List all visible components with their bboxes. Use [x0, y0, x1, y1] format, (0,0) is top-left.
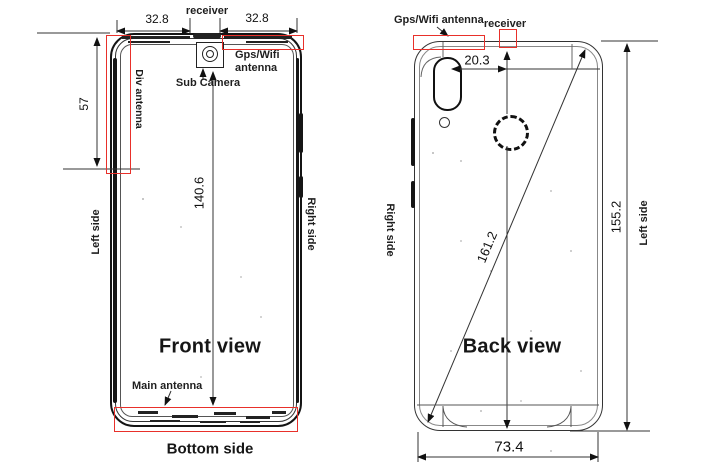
front-left-side-label: Left side	[90, 209, 102, 255]
front-bottom-hatch	[150, 420, 180, 422]
front-bottom-hatch	[138, 411, 158, 414]
fingerprint-sensor	[493, 115, 529, 151]
back-volume-button	[411, 118, 415, 166]
front-top-hatch	[246, 41, 288, 43]
back-receiver-label: receiver	[483, 18, 527, 30]
front-bottom-hatch	[214, 412, 236, 415]
back-left-side-label: Left side	[638, 200, 650, 246]
front-right-side-label: Right side	[305, 197, 317, 251]
front-dim-57-value: 57	[77, 97, 91, 111]
front-top-hatch	[122, 36, 190, 39]
back-right-side-label: Right side	[384, 203, 396, 257]
front-main-antenna-label: Main antenna	[132, 380, 203, 392]
front-dim-top-right-value: 32.8	[245, 11, 269, 25]
back-gps-wifi-antenna-region	[413, 35, 485, 50]
front-bottom-hatch	[200, 421, 226, 423]
rear-camera-pill	[433, 57, 462, 111]
front-bottom-hatch	[172, 415, 198, 418]
front-div-antenna-label: Div antenna	[133, 69, 145, 129]
front-top-hatch	[224, 36, 292, 39]
back-dim-73.4-value: 73.4	[494, 438, 524, 456]
front-div-antenna-region	[106, 35, 131, 174]
surface-speckles	[432, 152, 434, 154]
front-bottom-hatch	[240, 421, 260, 423]
front-phone-body	[110, 33, 302, 427]
back-power-button	[411, 181, 415, 208]
front-power-button	[299, 176, 303, 198]
front-bottom-hatch	[272, 411, 286, 414]
surface-speckles	[142, 198, 144, 200]
front-sub-camera-label: Sub Camera	[175, 77, 241, 89]
front-main-antenna-region	[114, 407, 298, 432]
front-bottom-side-caption: Bottom side	[166, 440, 254, 458]
front-volume-button	[299, 113, 303, 153]
back-gps-wifi-label: Gps/Wifi antenna	[394, 14, 484, 26]
front-receiver-slit	[193, 33, 221, 39]
front-dim-top-left-value: 32.8	[145, 12, 169, 26]
back-receiver-region	[499, 29, 517, 48]
back-dim-20.3-value: 20.3	[464, 52, 490, 68]
front-gps-wifi-label: Gps/Wifi antenna	[235, 49, 280, 74]
front-bottom-hatch	[246, 416, 270, 419]
front-gps-wifi-antenna-region	[222, 35, 304, 50]
back-view-title: Back view	[462, 335, 562, 358]
front-right-edge	[296, 58, 299, 403]
front-phone-screen	[120, 44, 294, 417]
rear-flash	[439, 117, 450, 128]
back-dim-155.2-value: 155.2	[608, 200, 624, 234]
front-left-edge	[113, 58, 117, 403]
front-top-hatch	[128, 41, 170, 43]
front-view-title: Front view	[158, 335, 262, 358]
front-dim-140.6-value: 140.6	[191, 176, 207, 210]
sub-camera-lens-inner	[206, 50, 214, 58]
front-receiver-label: receiver	[185, 5, 229, 17]
